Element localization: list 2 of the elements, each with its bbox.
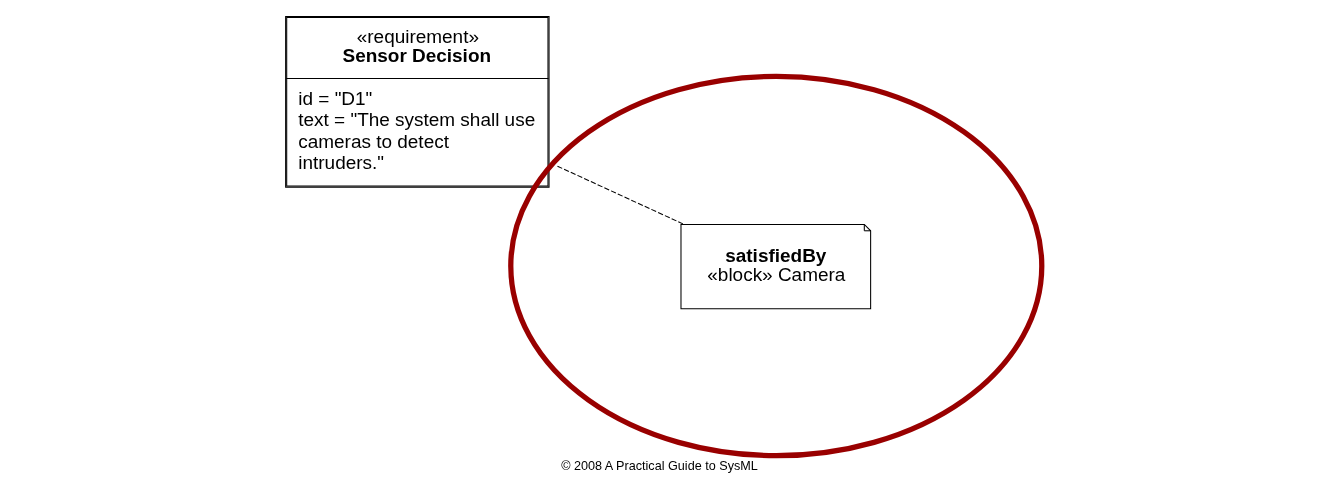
caption: © 2008 A Practical Guide to SysML: [560, 458, 758, 473]
cluster: [507, 73, 1044, 459]
